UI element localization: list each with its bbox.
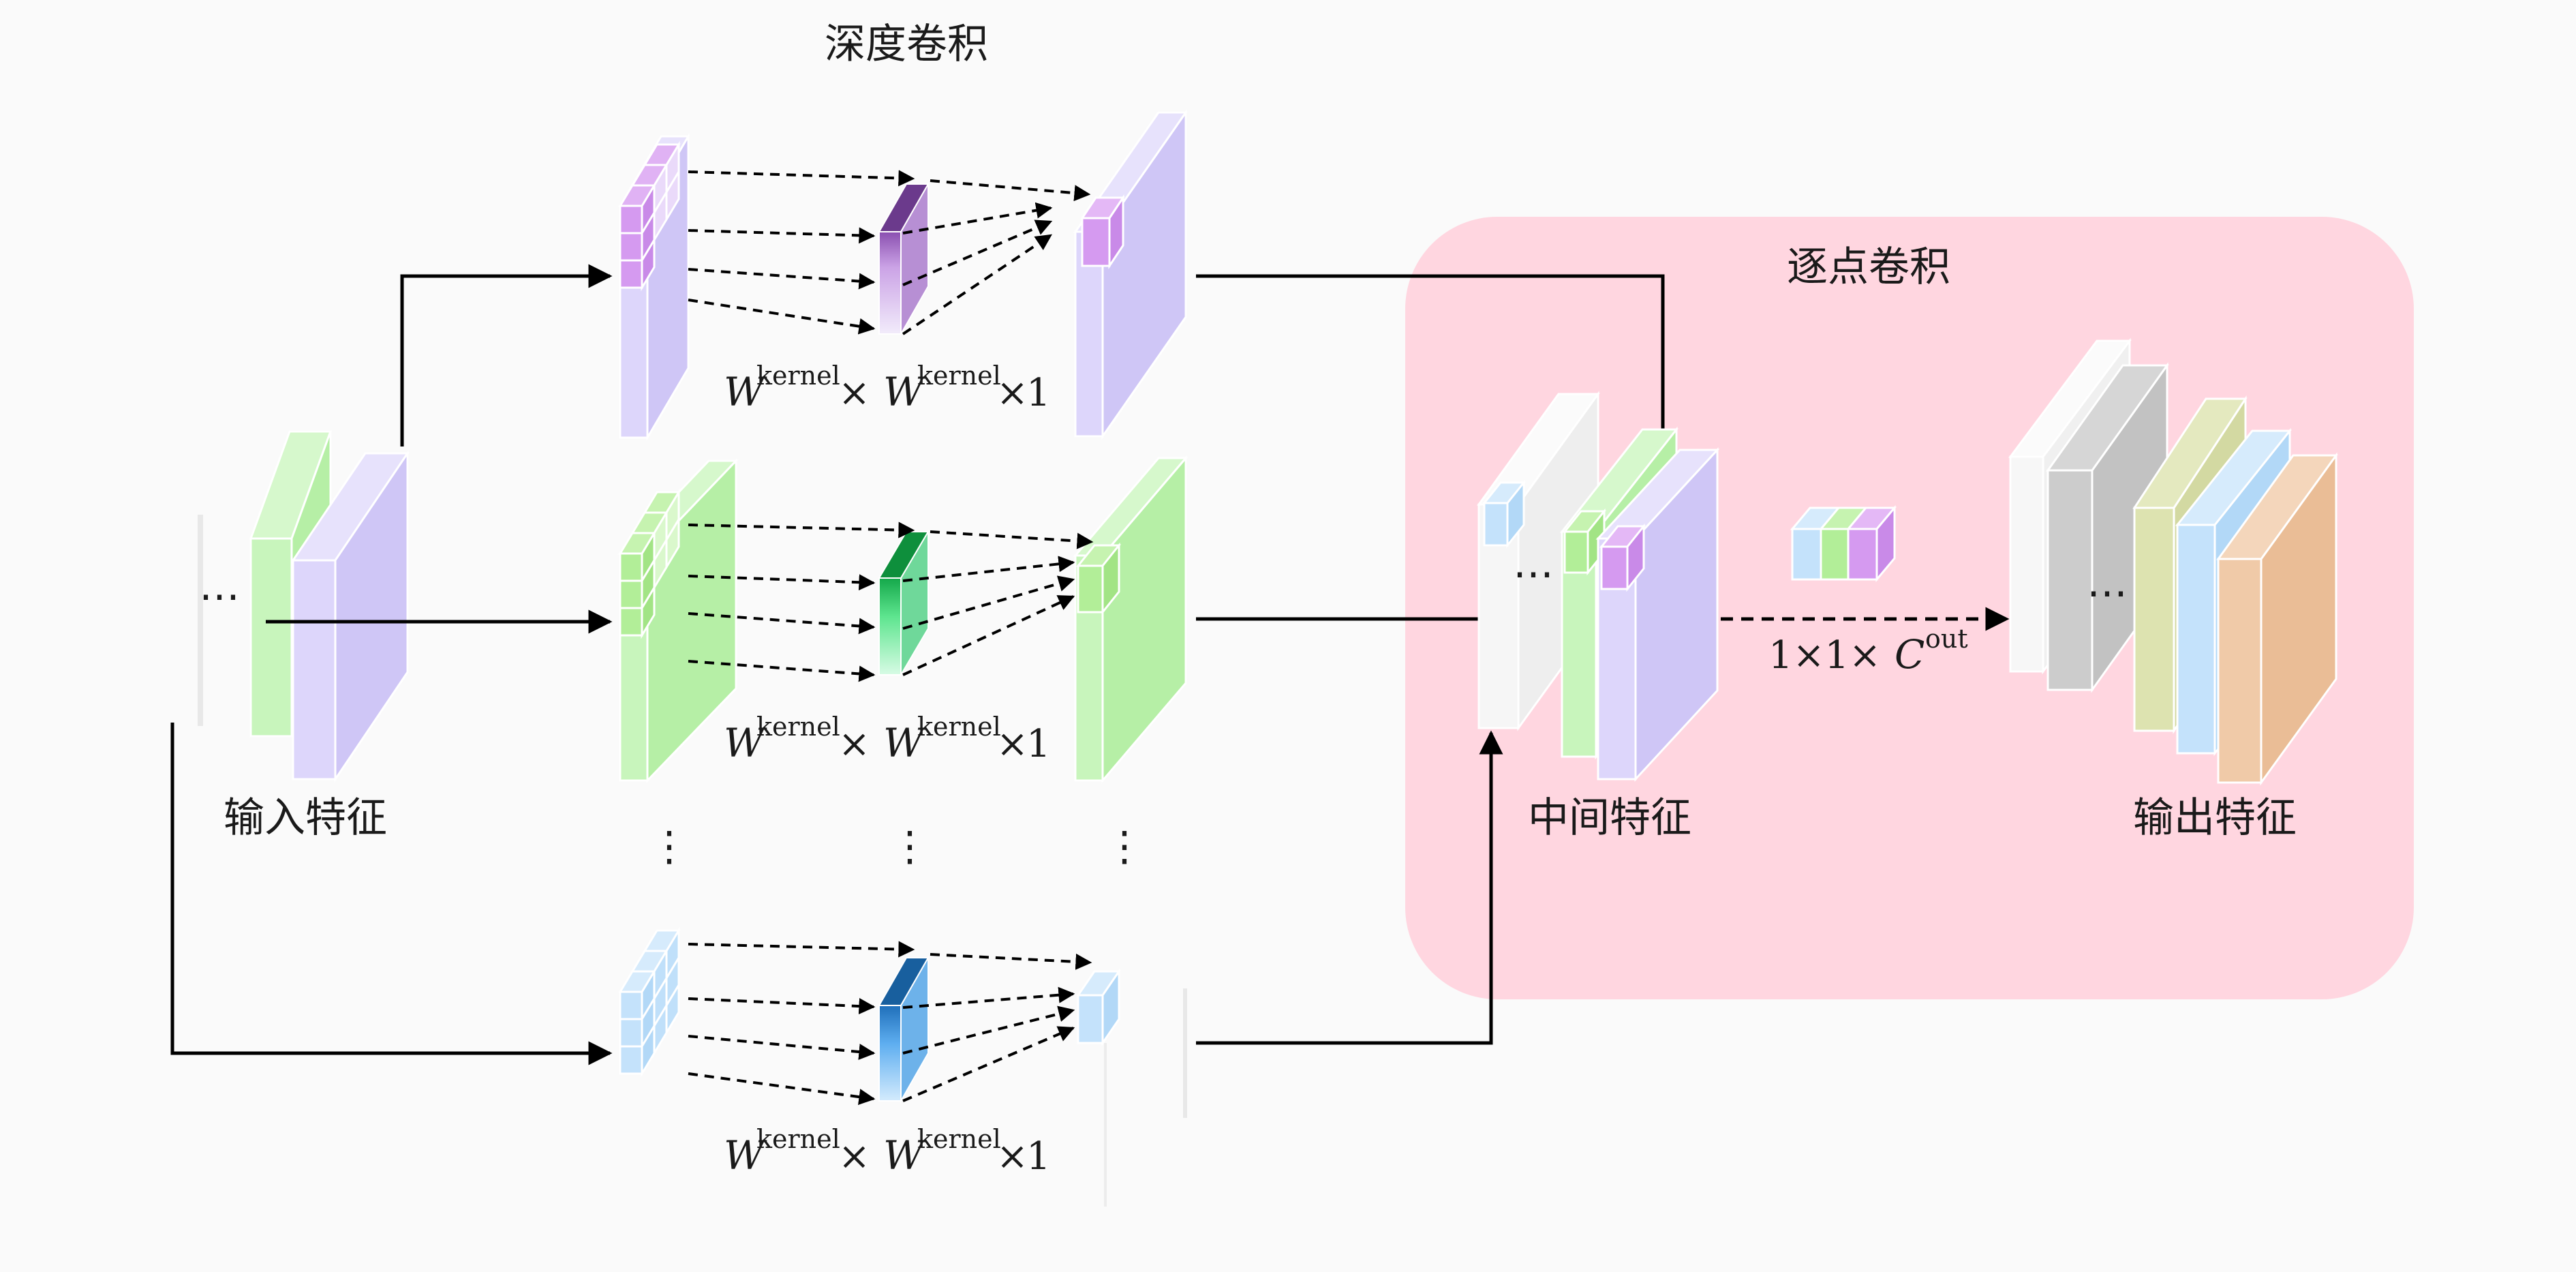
kernel-grid-green	[617, 458, 739, 783]
depthwise-output-purple	[1073, 109, 1188, 440]
intermediate-feature-stack: ⋯	[1477, 391, 1720, 782]
svg-text:W: W	[724, 369, 767, 415]
kernel-slice-blue	[878, 955, 930, 1104]
input-faint-slice	[198, 515, 203, 726]
intermediate-features-label: 中间特征	[1528, 794, 1691, 842]
pointwise-kernel	[1790, 504, 1897, 583]
kernel-formula-row3: W kernel × W kernel × 1	[724, 1124, 1051, 1179]
svg-text:kernel: kernel	[756, 1124, 840, 1154]
svg-text:out: out	[1925, 624, 1968, 654]
kernel-grid-blue	[618, 926, 681, 1078]
svg-text:×: ×	[996, 371, 1028, 415]
row3-faint-slice	[1183, 988, 1187, 1118]
input-features-label: 输入特征	[224, 794, 387, 842]
svg-text:×: ×	[996, 1134, 1028, 1179]
output-feature-stack: ⋯	[2008, 337, 2338, 786]
svg-text:×: ×	[838, 722, 870, 766]
vdots-slice: ⋮	[889, 823, 930, 870]
svg-text:1×1×: 1×1×	[1768, 633, 1881, 678]
depthwise-output-blue	[1076, 968, 1121, 1046]
svg-text:×: ×	[996, 722, 1028, 766]
output-ellipsis: ⋯	[2087, 569, 2128, 617]
svg-text:1: 1	[1026, 1134, 1051, 1179]
depthwise-output-green	[1073, 455, 1189, 784]
row3-faint-slice-2	[1104, 1043, 1107, 1207]
pointwise-formula: 1×1× C out	[1768, 624, 1968, 678]
kernel-formula-row1: W kernel × W kernel × 1	[724, 361, 1051, 415]
dashed-arrows-row1	[688, 170, 1091, 335]
intermediate-ellipsis: ⋯	[1513, 550, 1554, 598]
svg-text:×: ×	[838, 371, 870, 415]
svg-text:W: W	[724, 1132, 767, 1179]
input-ellipsis: ⋯	[199, 573, 240, 620]
svg-text:W: W	[883, 720, 927, 766]
svg-text:C: C	[1895, 631, 1925, 678]
svg-text:kernel: kernel	[756, 712, 840, 742]
input-feature-stack: ⋯	[198, 430, 410, 783]
kernel-cells-purple	[618, 140, 681, 292]
svg-text:1: 1	[1026, 371, 1051, 415]
dashed-arrows-row3	[688, 941, 1092, 1105]
kernel-grid-purple	[618, 132, 690, 442]
kernel-slice-purple	[878, 181, 930, 337]
depthwise-title: 深度卷积	[825, 20, 988, 68]
svg-text:W: W	[883, 1132, 927, 1179]
svg-text:kernel: kernel	[756, 361, 840, 391]
svg-text:kernel: kernel	[917, 1124, 1001, 1154]
kernel-formula-row2: W kernel × W kernel × 1	[724, 712, 1051, 766]
kernel-slice-green	[878, 529, 930, 678]
kernel-cells-green	[618, 488, 681, 639]
svg-text:W: W	[883, 369, 927, 415]
output-features-label: 输出特征	[2133, 794, 2297, 842]
dashed-arrows-row2	[688, 521, 1094, 682]
svg-text:1: 1	[1026, 722, 1051, 766]
vdots-output: ⋮	[1104, 823, 1145, 870]
svg-text:W: W	[724, 720, 767, 766]
svg-text:×: ×	[838, 1134, 870, 1179]
svg-text:kernel: kernel	[917, 361, 1001, 391]
vdots-kernel: ⋮	[649, 823, 690, 870]
svg-text:kernel: kernel	[917, 712, 1001, 742]
input-branch-arrows	[170, 264, 613, 1065]
pointwise-title: 逐点卷积	[1787, 243, 1950, 291]
